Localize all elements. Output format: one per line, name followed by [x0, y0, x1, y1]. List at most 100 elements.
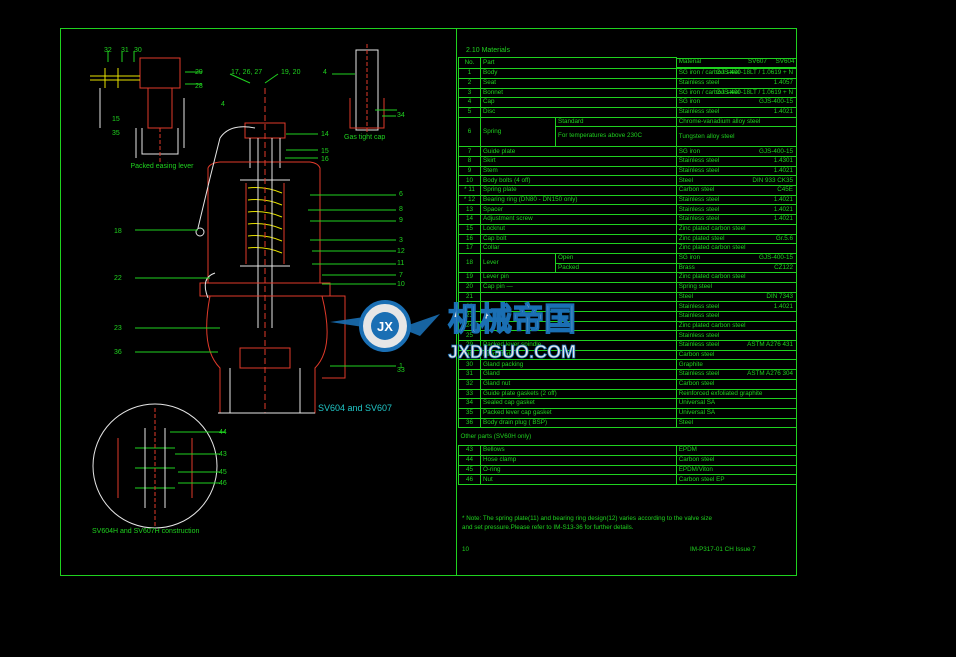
- callout-15: 15: [321, 148, 329, 155]
- callout-14: 14: [321, 131, 329, 138]
- watermark-cn: 机械帝国: [448, 300, 576, 338]
- callout-11: 11: [397, 260, 405, 267]
- sv60h-caption: SV604H and SV607H construction: [92, 528, 200, 535]
- material-grade: GJS-400-18LT / 1.0619 + N: [716, 69, 793, 77]
- callout-1: 1: [399, 363, 403, 370]
- callout-3: 3: [399, 237, 403, 244]
- sheet-divider: [456, 28, 457, 576]
- callout-15-left: 15: [112, 116, 120, 123]
- callout-12: 12: [397, 248, 405, 255]
- callout-16: 16: [321, 156, 329, 163]
- material-value: Carbon steel EP: [678, 475, 725, 483]
- material-grade: DIN 7343: [766, 292, 793, 300]
- material-value: Universal SA: [678, 399, 716, 407]
- material-value: Stainless steel: [678, 205, 720, 213]
- callout-7: 7: [399, 272, 403, 279]
- material-value: Carbon steel: [678, 350, 715, 358]
- table-note-2: and set pressure.Please refer to IM-S13-…: [462, 524, 634, 531]
- material-value: SG iron / carbon steel: [678, 69, 740, 77]
- material-grade: C45E: [777, 186, 793, 194]
- material-grade: GJS-400-15: [759, 147, 793, 155]
- material-value: Zinc plated carbon steel: [678, 225, 746, 232]
- callout-23: 23: [114, 325, 122, 332]
- callout-18: 18: [114, 228, 122, 235]
- callout-4: 4: [221, 101, 225, 108]
- material-grade: 1.4301: [773, 157, 793, 165]
- material-grade: GJS-400-18LT / 1.0619 + N: [716, 88, 793, 96]
- material-grade: CZ122: [774, 263, 793, 271]
- material-value: SG iron: [678, 254, 701, 262]
- material-grade: GJS-400-15: [759, 254, 793, 262]
- callout-31: 31: [121, 47, 129, 54]
- material-value: Stainless steel: [678, 331, 720, 339]
- material-value: Stainless steel: [678, 79, 720, 87]
- material-value: Tungsten alloy steel: [678, 132, 735, 140]
- callout-4-top: 4: [323, 69, 327, 76]
- callout-30: 30: [134, 47, 142, 54]
- callout-46: 46: [219, 480, 227, 487]
- callout-17-26-27: 17, 26, 27: [231, 69, 263, 76]
- material-value: SG iron / carbon steel: [678, 88, 740, 96]
- material-value: Stainless steel: [678, 341, 720, 349]
- callout-6: 6: [399, 191, 403, 198]
- material-value: Stainless steel: [678, 157, 720, 165]
- material-value: Zinc plated carbon steel: [678, 321, 746, 329]
- material-grade: 1.4057: [773, 79, 793, 87]
- callout-9: 9: [399, 217, 403, 224]
- material-value: Steel: [678, 176, 694, 184]
- leader-lines: [107, 51, 397, 484]
- packed-lever-detail: [90, 57, 185, 163]
- doc-reference: IM-P317-01 CH Issue 7: [690, 546, 756, 553]
- material-value: Stainless steel: [678, 312, 720, 320]
- material-value: Steel: [678, 418, 694, 426]
- callout-32: 32: [104, 47, 112, 54]
- callout-36: 36: [114, 349, 122, 356]
- material-value: SG iron: [678, 147, 701, 155]
- material-value: EPDM/Viton: [678, 465, 713, 473]
- packed-lever-label: Packed easing lever: [130, 163, 194, 170]
- callout-43: 43: [219, 451, 227, 458]
- material-grade: 1.4021: [773, 166, 793, 174]
- table-note-1: * Note: The spring plate(11) and bearing…: [462, 515, 713, 522]
- page-number: 10: [462, 546, 470, 553]
- table-header-row: No. Part Material SV607 SV604: [458, 56, 797, 70]
- callout-8: 8: [399, 206, 403, 213]
- material-value: Zinc plated carbon steel: [678, 244, 746, 252]
- callout-28: 28: [195, 83, 203, 90]
- material-value: Steel: [678, 292, 694, 300]
- material-grade: 1.4021: [773, 195, 793, 203]
- material-value: Zinc plated steel: [678, 234, 725, 242]
- material-value: Spring steel: [678, 283, 712, 291]
- watermark: JX 机械帝国 JXDIGUO.COM: [330, 292, 630, 364]
- material-value: Graphite: [678, 360, 703, 368]
- material-value: Stainless steel: [678, 302, 720, 310]
- material-value: Stainless steel: [678, 215, 720, 223]
- callout-35: 35: [112, 130, 120, 137]
- sv60h-circle-detail: [92, 403, 218, 529]
- valve-section-drawing: [90, 44, 397, 529]
- material-value: SG iron: [678, 98, 701, 106]
- gas-tight-cap-label: Gas tight cap: [344, 134, 386, 141]
